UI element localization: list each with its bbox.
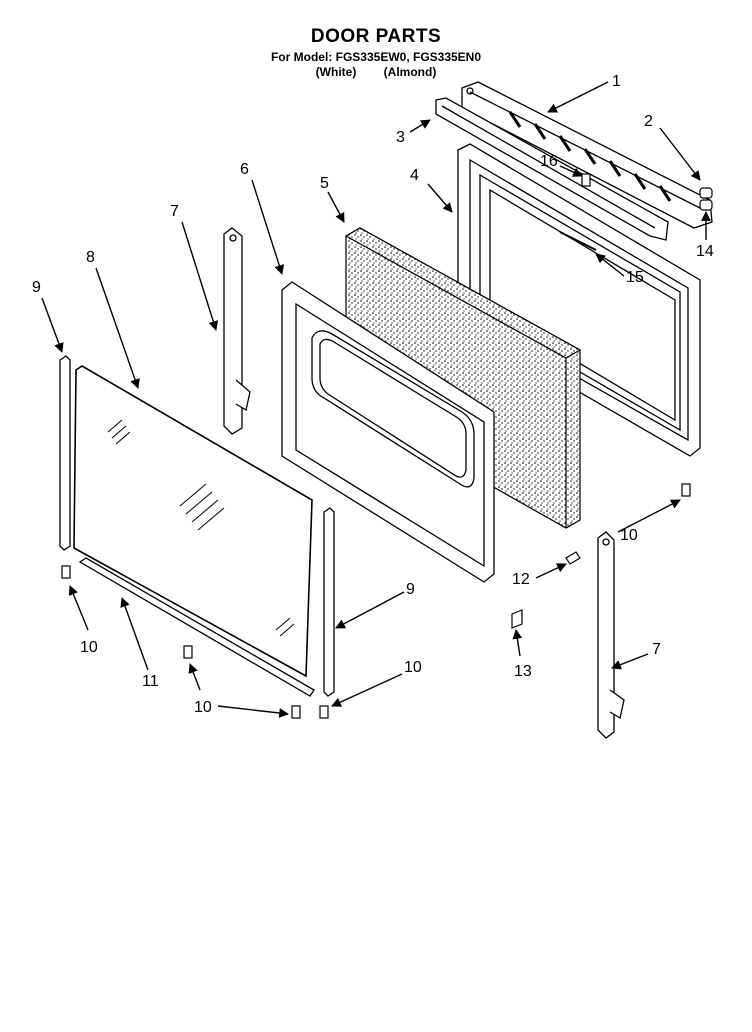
callout-3: 3: [396, 129, 405, 146]
callout-5: 5: [320, 175, 329, 192]
color-line: (White) (Almond): [0, 65, 752, 79]
diagram-title: DOOR PARTS: [310, 26, 442, 47]
callout-13: 13: [514, 663, 532, 680]
callout-numbers: 1 2 3 4 5 6 7 8 9 16 15 14 10 12 13 7 9 …: [32, 73, 714, 716]
callout-9-right: 9: [406, 581, 415, 598]
callout-7-right: 7: [652, 641, 661, 658]
outer-glass-part: [73, 365, 313, 678]
callout-4: 4: [410, 167, 419, 184]
callout-10-middle: 10: [404, 659, 422, 676]
side-trim-left-part: [59, 355, 71, 551]
callout-14: 14: [696, 243, 714, 260]
callout-9-left: 9: [32, 279, 41, 296]
callout-8: 8: [86, 249, 95, 266]
leader-lines: [41, 81, 711, 718]
model-line: For Model: FGS335EW0, FGS335EN0: [270, 50, 482, 64]
bottom-trim-part: [78, 557, 315, 697]
callout-10-right: 10: [620, 527, 638, 544]
callout-15: 15: [626, 269, 644, 286]
callout-7-left: 7: [170, 203, 179, 220]
callout-12: 12: [512, 571, 530, 588]
almond-label: (Almond): [383, 65, 437, 79]
hinge-bracket-right-part: [597, 531, 625, 739]
small-hardware-parts: [511, 173, 713, 629]
hinge-bracket-left-part: [223, 227, 251, 435]
callout-10-left: 10: [80, 639, 98, 656]
screw-parts: [61, 483, 691, 719]
callout-1: 1: [612, 73, 621, 90]
callout-6: 6: [240, 161, 249, 178]
trim-strip-part: [435, 97, 669, 241]
side-trim-right-part: [323, 507, 335, 697]
callout-16: 16: [540, 153, 558, 170]
callout-11: 11: [142, 673, 159, 690]
white-label: (White): [315, 65, 357, 79]
door-panel-part: [281, 281, 495, 583]
callout-2: 2: [644, 113, 653, 130]
callout-10-bottom: 10: [194, 699, 212, 716]
insulation-part: [344, 227, 582, 529]
